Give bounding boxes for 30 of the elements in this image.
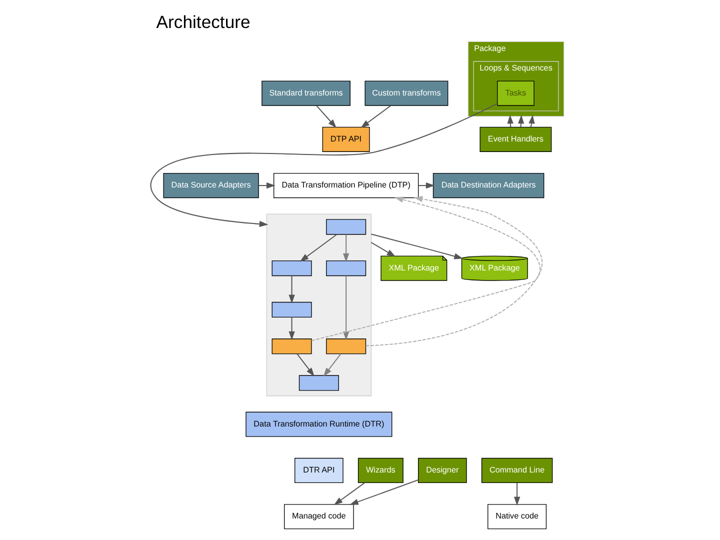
arrow — [288, 317, 295, 340]
arrow — [316, 105, 337, 128]
arrow — [518, 114, 524, 127]
arrow — [323, 354, 342, 376]
node-box — [326, 338, 366, 354]
arrow — [528, 114, 535, 128]
arrow — [342, 234, 350, 262]
node-box — [326, 219, 366, 235]
arrow — [342, 276, 350, 340]
arrow — [288, 276, 295, 304]
arrow — [507, 114, 514, 127]
arrow — [514, 482, 520, 506]
arrow — [150, 103, 498, 228]
node-box — [298, 375, 339, 391]
node-box — [326, 260, 366, 276]
arrow — [366, 196, 541, 346]
arrow — [334, 482, 365, 506]
cluster — [266, 214, 372, 396]
node-box — [272, 338, 312, 354]
arrow — [418, 182, 435, 189]
arrow — [258, 182, 276, 189]
diagram-title: Architecture — [156, 12, 250, 32]
arrow — [349, 479, 418, 505]
arrow — [370, 242, 396, 257]
arrow — [360, 105, 391, 128]
arrow — [312, 196, 542, 342]
arrow — [300, 234, 338, 262]
arrow — [296, 354, 314, 376]
node-box — [272, 260, 312, 276]
node-box — [272, 302, 312, 318]
